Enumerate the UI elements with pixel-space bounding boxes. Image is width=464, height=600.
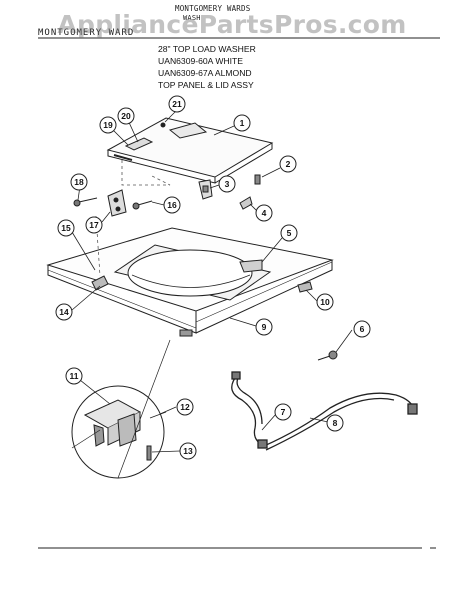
callout-label: 7 (281, 407, 286, 417)
diagram-title-block: 28" TOP LOAD WASHER UAN6309-60A WHITE UA… (158, 43, 328, 91)
callout-2: 2 (279, 155, 297, 173)
hinge-screw-part (73, 197, 153, 210)
callout-label: 11 (70, 371, 79, 381)
callout-6: 6 (353, 320, 371, 338)
callout-label: 9 (262, 322, 267, 332)
callout-label: 1 (240, 118, 245, 128)
brand-top-text: MONTGOMERY WARDS (175, 4, 251, 13)
callout-label: 19 (103, 120, 113, 130)
brand-sub-text: WASH (183, 14, 201, 22)
callout-11: 11 (65, 367, 83, 385)
callout-19: 19 (99, 116, 117, 134)
callout-label: 20 (121, 111, 131, 121)
screw-part-6 (317, 350, 338, 361)
callout-17: 17 (85, 216, 103, 234)
callout-18: 18 (70, 173, 88, 191)
callout-15: 15 (57, 219, 75, 237)
callout-21: 21 (168, 95, 186, 113)
wire-harness-part (231, 371, 418, 451)
callout-label: 10 (320, 297, 330, 307)
callout-label: 16 (167, 200, 177, 210)
callout-4: 4 (255, 204, 273, 222)
callout-label: 6 (360, 324, 365, 334)
hinge-bracket-part (107, 189, 127, 217)
title-line-assembly: TOP PANEL & LID ASSY (158, 80, 254, 90)
callout-label: 4 (262, 208, 267, 218)
callout-label: 12 (180, 402, 190, 412)
title-line-white: UAN6309-60A WHITE (158, 56, 244, 66)
callout-label: 14 (59, 307, 69, 317)
callout-1: 1 (233, 114, 251, 132)
callout-8: 8 (326, 414, 344, 432)
callout-3: 3 (218, 175, 236, 193)
callout-label: 21 (172, 99, 182, 109)
lid-clip-part (239, 196, 253, 210)
callout-20: 20 (117, 107, 135, 125)
callout-16: 16 (163, 196, 181, 214)
top-panel-part (46, 227, 334, 337)
callout-12: 12 (176, 398, 194, 416)
callout-label: 15 (61, 223, 71, 233)
switch-detail-inset (71, 385, 167, 479)
callout-9: 9 (255, 318, 273, 336)
callout-label: 8 (333, 418, 338, 428)
lid-part (106, 117, 274, 184)
callout-label: 3 (225, 179, 230, 189)
callout-label: 13 (183, 446, 193, 456)
screw-part-2 (254, 174, 261, 185)
switch-bracket-part (198, 179, 213, 200)
callout-markers: 1 2 3 4 5 6 7 8 9 10 11 12 13 14 15 16 1… (55, 95, 371, 460)
title-line-almond: UAN6309-67A ALMOND (158, 68, 252, 78)
title-line-model: 28" TOP LOAD WASHER (158, 44, 256, 54)
callout-label: 2 (286, 159, 291, 169)
callout-label: 17 (89, 220, 99, 230)
callout-13: 13 (179, 442, 197, 460)
callout-10: 10 (316, 293, 334, 311)
callout-label: 5 (287, 228, 292, 238)
callout-5: 5 (280, 224, 298, 242)
callout-label: 18 (74, 177, 84, 187)
callout-leaders (71, 109, 353, 479)
brand-main-text: MONTGOMERY WARD (38, 28, 135, 38)
callout-7: 7 (274, 403, 292, 421)
callout-14: 14 (55, 303, 73, 321)
